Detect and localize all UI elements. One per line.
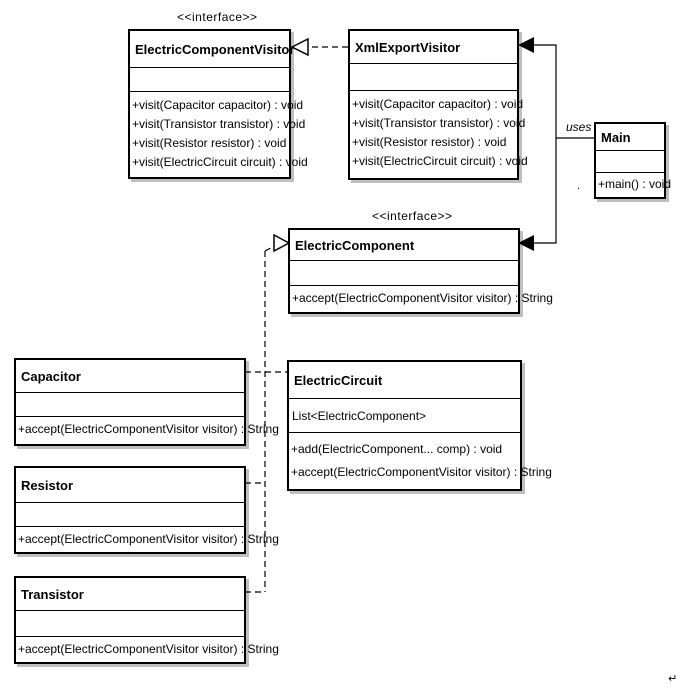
- class-attributes: [596, 151, 664, 173]
- class-attributes: [290, 261, 518, 286]
- class-operations: +visit(Capacitor capacitor) : void +visi…: [350, 91, 528, 173]
- class-electric-component-visitor[interactable]: ElectricComponentVisitor +visit(Capacito…: [128, 29, 308, 179]
- operation: +accept(ElectricComponentVisitor visitor…: [18, 642, 279, 656]
- class-name: XmlExportVisitor: [350, 31, 517, 64]
- operation: +accept(ElectricComponentVisitor visitor…: [18, 532, 279, 546]
- stereotype-label-component: <<interface>>: [372, 209, 453, 223]
- class-name: ElectricComponent: [290, 230, 518, 261]
- realization-arrowhead-visitor: [290, 37, 309, 57]
- class-main[interactable]: Main +main() : void: [594, 122, 672, 199]
- class-name: Resistor: [16, 468, 244, 503]
- class-name: ElectricCircuit: [289, 362, 520, 399]
- class-operations: +accept(ElectricComponentVisitor visitor…: [290, 286, 553, 310]
- class-name: Main: [596, 124, 664, 151]
- class-resistor[interactable]: Resistor +accept(ElectricComponentVisito…: [14, 466, 279, 554]
- class-name: Capacitor: [16, 360, 244, 393]
- class-name: ElectricComponentVisitor: [130, 31, 294, 68]
- class-operations: +main() : void: [596, 173, 672, 196]
- class-attributes: [130, 68, 289, 92]
- class-attributes: [16, 503, 244, 527]
- association-arrowhead-xml: [518, 37, 534, 53]
- operation: +visit(Capacitor capacitor) : void: [132, 98, 304, 112]
- operation: +visit(ElectricCircuit circuit) : void: [132, 155, 308, 169]
- operation: +visit(Capacitor capacitor) : void: [352, 97, 524, 111]
- association-line-main: [534, 44, 596, 139]
- class-electric-circuit[interactable]: ElectricCircuit List<ElectricComponent> …: [287, 360, 552, 491]
- realization-arrowhead-component: [273, 233, 291, 253]
- operation: +visit(ElectricCircuit circuit) : void: [352, 154, 528, 168]
- operation: +visit(Resistor resistor) : void: [132, 136, 287, 150]
- operation: +main() : void: [598, 177, 672, 191]
- operation: +add(ElectricComponent... comp) : void: [291, 442, 503, 456]
- class-attributes: [16, 393, 244, 417]
- operation: +visit(Transistor transistor) : void: [352, 116, 526, 130]
- class-attributes: [16, 611, 244, 637]
- class-electric-component[interactable]: ElectricComponent +accept(ElectricCompon…: [288, 228, 553, 314]
- class-operations: +visit(Capacitor capacitor) : void +visi…: [130, 92, 308, 174]
- class-capacitor[interactable]: Capacitor +accept(ElectricComponentVisit…: [14, 358, 279, 446]
- paragraph-mark: ↵: [668, 673, 678, 685]
- class-name: Transistor: [16, 578, 244, 611]
- class-attributes: List<ElectricComponent>: [289, 399, 520, 433]
- class-operations: +accept(ElectricComponentVisitor visitor…: [16, 527, 279, 551]
- association-line-component: [534, 138, 557, 244]
- operation: +visit(Resistor resistor) : void: [352, 135, 507, 149]
- association-arrowhead-component: [518, 235, 534, 251]
- class-operations: +accept(ElectricComponentVisitor visitor…: [16, 637, 279, 661]
- class-xml-export-visitor[interactable]: XmlExportVisitor +visit(Capacitor capaci…: [348, 29, 528, 180]
- operation: +visit(Transistor transistor) : void: [132, 117, 306, 131]
- class-attributes: [350, 64, 517, 91]
- association-label-uses: uses: [566, 120, 592, 134]
- operation: +accept(ElectricComponentVisitor visitor…: [291, 465, 552, 479]
- class-operations: +accept(ElectricComponentVisitor visitor…: [16, 417, 279, 441]
- operation: +accept(ElectricComponentVisitor visitor…: [18, 422, 279, 436]
- stray-mark: .: [577, 180, 581, 192]
- stereotype-label-visitor: <<interface>>: [177, 10, 258, 24]
- class-transistor[interactable]: Transistor +accept(ElectricComponentVisi…: [14, 576, 279, 664]
- class-operations: +add(ElectricComponent... comp) : void +…: [289, 433, 552, 486]
- operation: +accept(ElectricComponentVisitor visitor…: [292, 291, 553, 305]
